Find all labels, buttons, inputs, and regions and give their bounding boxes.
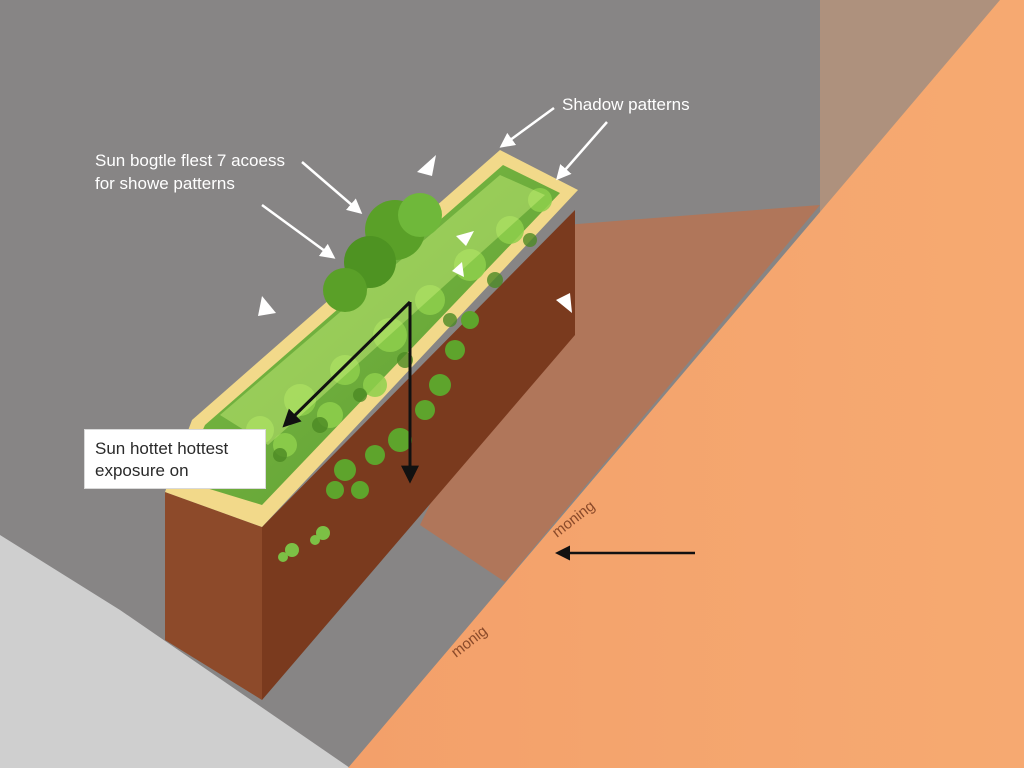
arrow-icon [301, 161, 363, 214]
small-arrowhead-icon [452, 262, 464, 277]
arrow-icon [261, 203, 336, 259]
shadow-patterns-label: Shadow patterns [562, 95, 690, 114]
sun-hottest-line1: Sun hottet hottest [95, 439, 229, 458]
planter-front-face [165, 492, 262, 700]
shadow-plane [420, 205, 820, 582]
planter-side-face [262, 210, 575, 700]
sun-hottest-line2: exposure on [95, 461, 189, 480]
sun-angle-label-line1: Sun bogtle flest 7 acoess [95, 151, 285, 170]
tree-cluster [323, 193, 442, 312]
arrow-icon [499, 106, 555, 148]
orange-plane [348, 0, 1024, 768]
small-arrowhead-icon [417, 155, 436, 176]
hanging-vines [326, 311, 479, 499]
arrow-icon [556, 121, 608, 181]
sun-direction-arrow-diagonal [282, 300, 412, 428]
small-arrowhead-icon [456, 231, 474, 246]
orange-plane-far [820, 0, 1024, 768]
small-arrowhead-icon [556, 293, 572, 313]
leaf-icon [278, 526, 330, 562]
sun-hottest-callout: Sun hottet hottest exposure on [85, 430, 265, 488]
sun-angle-label-line2: for showe patterns [95, 174, 235, 193]
small-arrowhead-icon [258, 296, 276, 316]
floor-plane [0, 535, 350, 768]
